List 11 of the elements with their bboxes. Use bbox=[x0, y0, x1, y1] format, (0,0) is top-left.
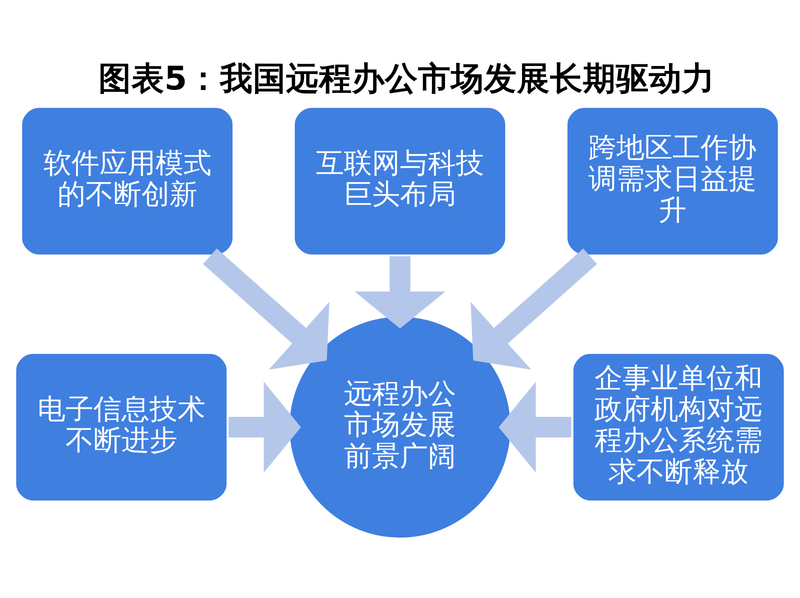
node-box: 电子信息技术不断进步 bbox=[13, 350, 230, 504]
arrow bbox=[354, 256, 446, 329]
arrow bbox=[228, 382, 301, 473]
node-box: 跨地区工作协调需求日益提升 bbox=[564, 104, 781, 258]
diagram-title: 图表5：我国远程办公市场发展长期驱动力 bbox=[98, 59, 716, 98]
arrow bbox=[202, 248, 330, 370]
arrow bbox=[498, 382, 572, 473]
node-box: 企事业单位和政府机构对远程办公系统需求不断释放 bbox=[570, 350, 787, 504]
node-box: 软件应用模式的不断创新 bbox=[19, 104, 236, 258]
node-box: 互联网与科技巨头布局 bbox=[292, 104, 508, 258]
arrow bbox=[470, 248, 598, 370]
